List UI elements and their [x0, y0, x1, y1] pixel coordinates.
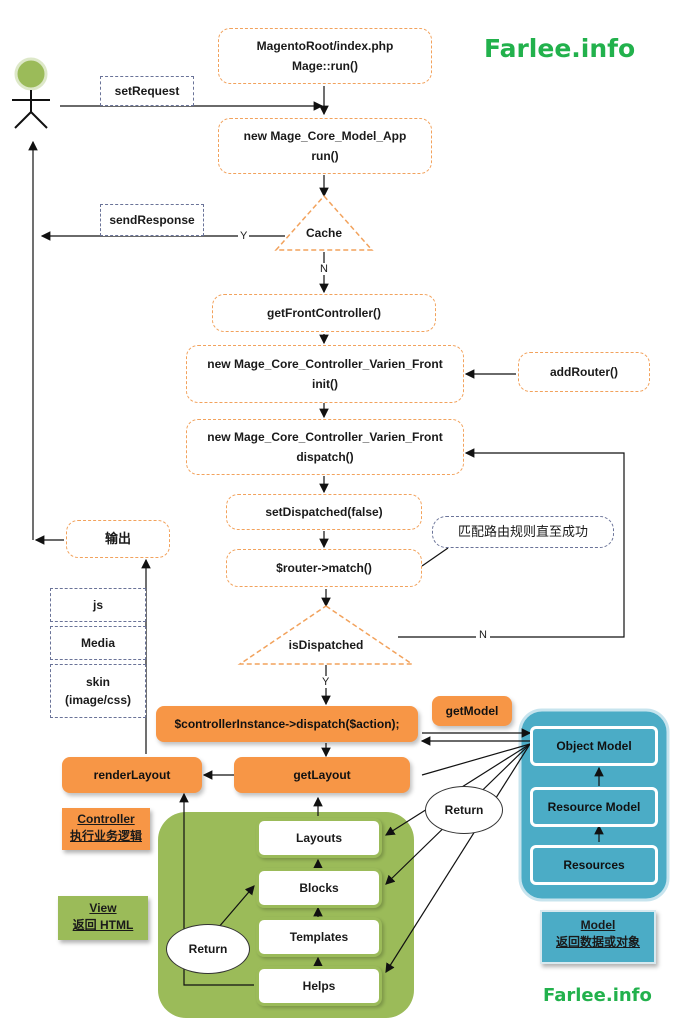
legend-view-desc: 返回 HTML — [72, 918, 134, 932]
dispatch-label: dispatch() — [296, 450, 354, 464]
set-request-box: setRequest — [100, 76, 194, 106]
match-note: 匹配路由规则直至成功 — [432, 516, 614, 548]
set-dispatched-node: setDispatched(false) — [226, 494, 422, 530]
cache-yes-label: Y — [238, 230, 250, 242]
legend-view-title: View — [89, 901, 117, 915]
return-left-ellipse: Return — [166, 924, 250, 974]
is-dispatched-no-label: N — [476, 629, 490, 641]
router-match-node: $router->match() — [226, 549, 422, 587]
legend-model: Model 返回数据或对象 — [540, 910, 656, 964]
legend-model-desc: 返回数据或对象 — [555, 935, 640, 949]
view-templates-node: Templates — [256, 917, 382, 957]
legend-controller-title: Controller — [77, 812, 135, 826]
asset-js-box: js — [50, 588, 146, 622]
view-layouts-node: Layouts — [256, 818, 382, 858]
send-response-box: sendResponse — [100, 204, 204, 236]
add-router-node: addRouter() — [518, 352, 650, 392]
is-dispatched-decision — [237, 605, 415, 665]
output-node: 输出 — [66, 520, 170, 558]
get-front-controller-node: getFrontController() — [212, 294, 436, 332]
view-helps-node: Helps — [256, 966, 382, 1006]
controller-dispatch-node: $controllerInstance->dispatch($action); — [156, 706, 418, 742]
brand-top: Farlee.info — [484, 34, 636, 63]
varien-front-init-class-label: new Mage_Core_Controller_Varien_Front — [207, 357, 443, 371]
view-blocks-node: Blocks — [256, 868, 382, 908]
brand-bottom: Farlee.info — [543, 985, 652, 1006]
get-layout-node: getLayout — [234, 757, 410, 793]
init-label: init() — [312, 377, 338, 391]
index-php-label: MagentoRoot/index.php — [256, 39, 394, 53]
app-run-label: run() — [311, 149, 339, 163]
asset-skin-label: skin — [85, 675, 110, 689]
mage-run-label: Mage::run() — [292, 59, 358, 73]
return-right-ellipse: Return — [425, 786, 503, 834]
cache-no-label: N — [320, 263, 328, 275]
asset-skin-detail: (image/css) — [64, 693, 132, 707]
mage-core-model-app-node: new Mage_Core_Model_App run() — [218, 118, 432, 174]
index-php-node: MagentoRoot/index.php Mage::run() — [218, 28, 432, 84]
get-model-node: getModel — [432, 696, 512, 726]
is-dispatched-label: isDispatched — [288, 638, 364, 652]
cache-decision — [274, 194, 374, 251]
resources-node: Resources — [530, 845, 658, 885]
object-model-node: Object Model — [530, 726, 658, 766]
render-layout-node: renderLayout — [62, 757, 202, 793]
varien-front-dispatch-node: new Mage_Core_Controller_Varien_Front di… — [186, 419, 464, 475]
legend-controller-desc: 执行业务逻辑 — [69, 829, 142, 843]
varien-front-init-node: new Mage_Core_Controller_Varien_Front in… — [186, 345, 464, 403]
asset-media-box: Media — [50, 626, 146, 660]
asset-skin-box: skin (image/css) — [50, 664, 146, 718]
mage-core-model-app-label: new Mage_Core_Model_App — [243, 129, 407, 143]
legend-view: View 返回 HTML — [58, 896, 148, 940]
cache-label: Cache — [305, 226, 343, 240]
legend-model-title: Model — [580, 918, 616, 932]
is-dispatched-yes-label: Y — [322, 676, 330, 688]
varien-front-dispatch-class-label: new Mage_Core_Controller_Varien_Front — [207, 430, 443, 444]
resource-model-node: Resource Model — [530, 787, 658, 827]
legend-controller: Controller 执行业务逻辑 — [62, 808, 150, 850]
user-actor-icon — [12, 57, 50, 129]
